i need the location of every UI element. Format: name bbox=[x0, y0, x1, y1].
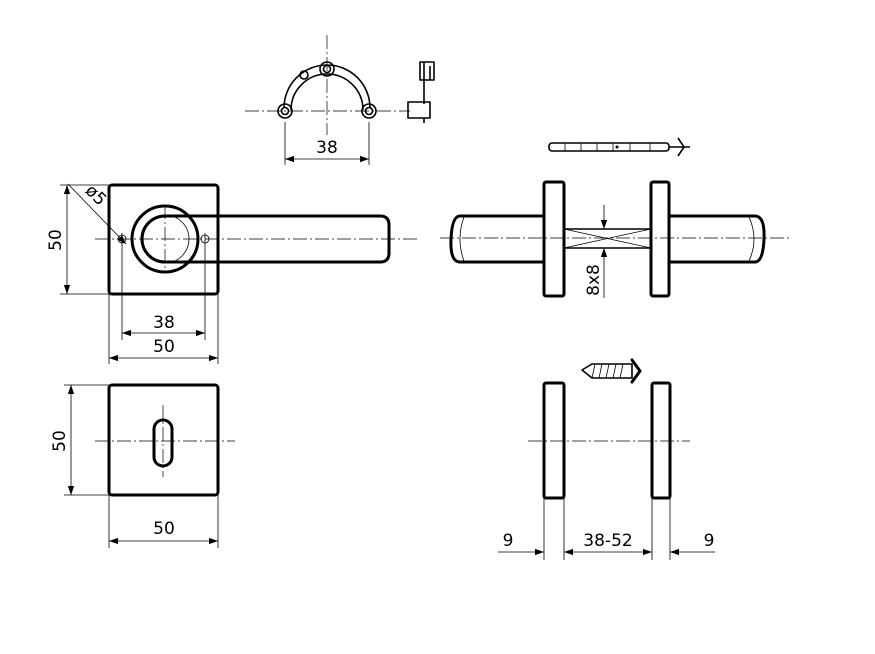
fixing-plate-top-view: 38 bbox=[245, 35, 410, 165]
key-rose-side-view: 9 38-52 9 bbox=[498, 381, 715, 560]
dim-lever-rose-pitch: 38 bbox=[153, 313, 175, 333]
dim-lever-rose-width: 50 bbox=[153, 337, 175, 357]
dim-lever-rose-height: 50 bbox=[46, 229, 66, 251]
dim-key-rose-width: 50 bbox=[153, 519, 175, 539]
dim-rose-thickness-right: 9 bbox=[704, 531, 715, 551]
lever-rose-front-view: ø5 50 38 50 bbox=[46, 181, 420, 364]
lever-set-side-view: 8x8 bbox=[440, 180, 790, 298]
key-rose-front-view: 50 50 bbox=[50, 383, 235, 548]
dim-spindle: 8x8 bbox=[584, 264, 604, 296]
wood-screw bbox=[581, 358, 642, 384]
dim-door-thickness: 38-52 bbox=[583, 531, 632, 551]
dim-rose-thickness-left: 9 bbox=[503, 531, 514, 551]
dim-top-pitch: 38 bbox=[316, 138, 338, 158]
clip-side-view bbox=[407, 61, 435, 123]
dim-key-rose-height: 50 bbox=[50, 430, 70, 452]
fixing-bolt bbox=[548, 137, 690, 157]
